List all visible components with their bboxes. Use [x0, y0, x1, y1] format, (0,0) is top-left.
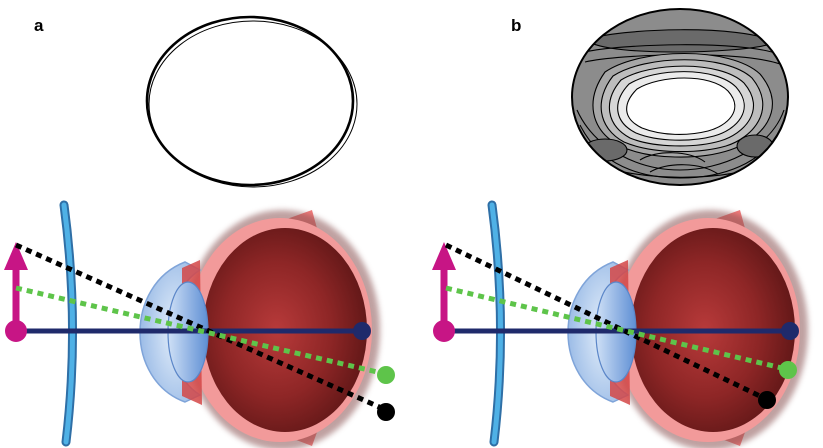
- panel-label-b: b: [511, 16, 522, 35]
- panel-a-eye-diagram: [4, 205, 395, 448]
- panel-label-a: a: [34, 16, 44, 35]
- panel-b-eye-diagram: [432, 205, 808, 448]
- panel-b-contour-map: [571, 8, 789, 186]
- panel-a-ellipse-inset: [145, 15, 358, 188]
